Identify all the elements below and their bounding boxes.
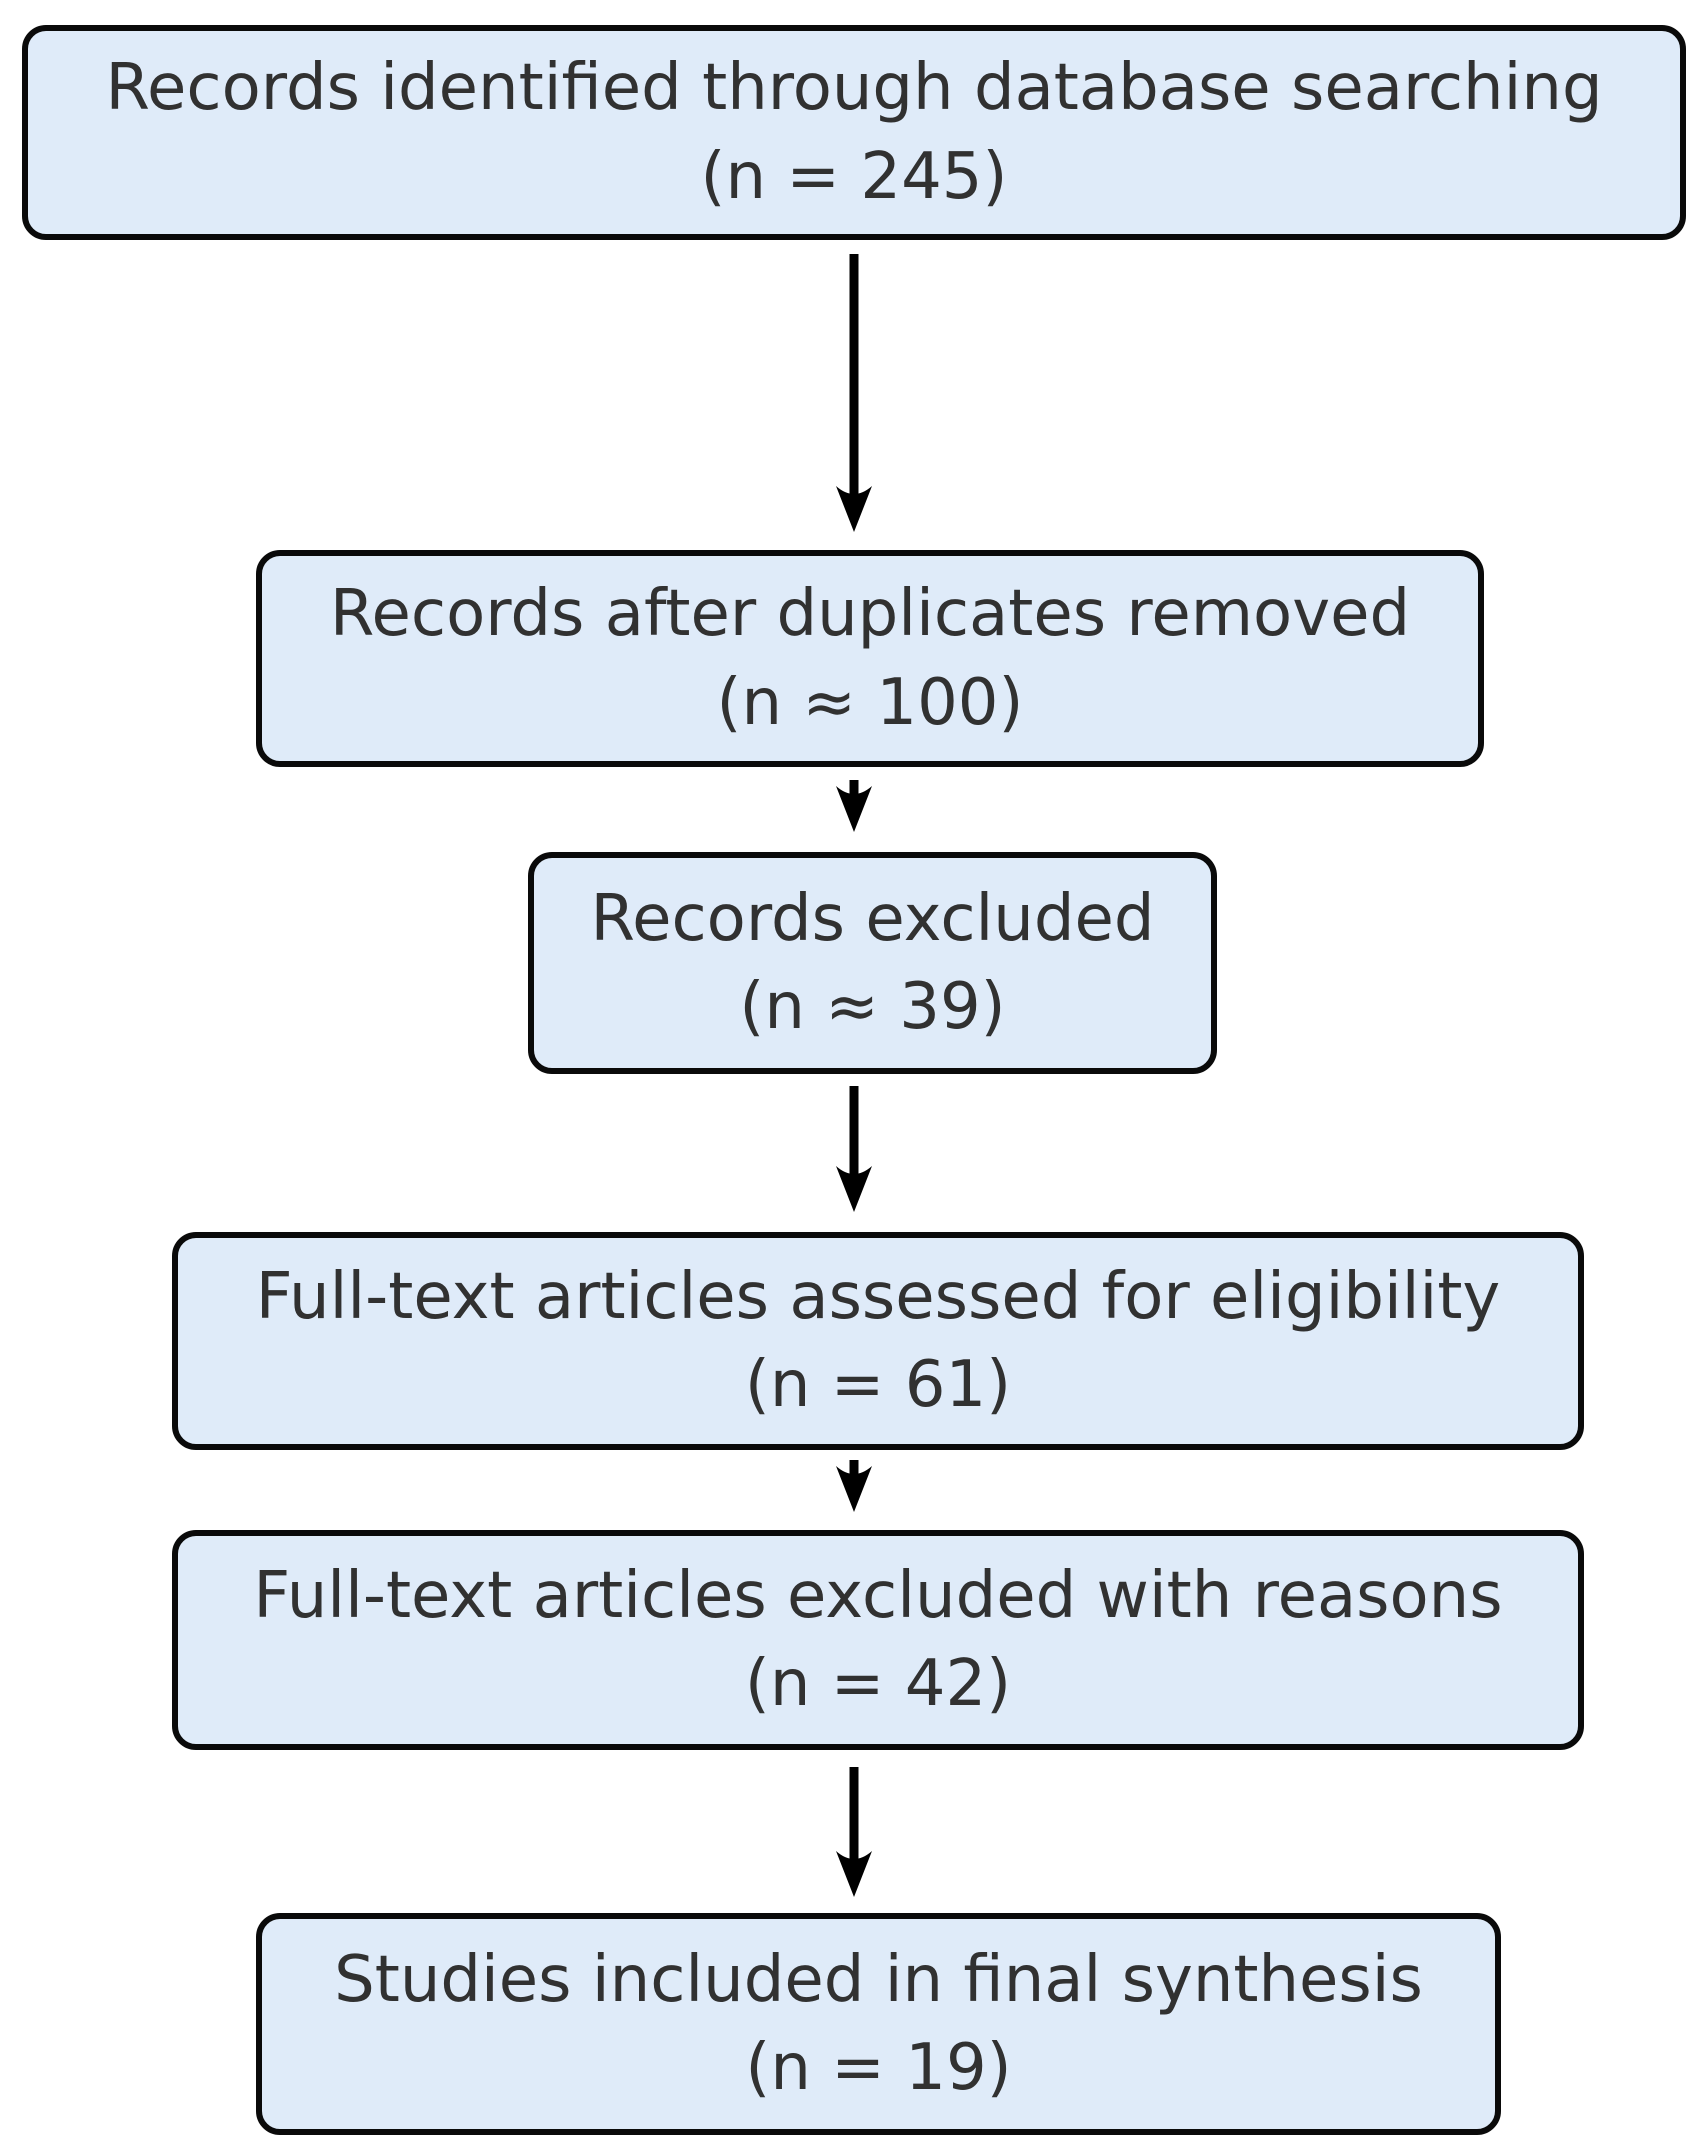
box-fulltext-excluded: Full-text articles excluded with reasons… xyxy=(172,1530,1584,1750)
box-records-identified: Records identified through database sear… xyxy=(22,25,1686,240)
arrow-head xyxy=(836,1166,872,1212)
down-arrow-3 xyxy=(836,1086,872,1212)
arrow-head xyxy=(836,786,872,832)
box-count: (n = 42) xyxy=(744,1647,1012,1721)
box-fulltext-assessed: Full-text articles assessed for eligibil… xyxy=(172,1232,1584,1450)
arrow-head xyxy=(836,1851,872,1897)
box-studies-included: Studies included in final synthesis (n =… xyxy=(256,1913,1501,2135)
box-records-excluded: Records excluded (n ≈ 39) xyxy=(528,852,1217,1074)
box-count: (n ≈ 39) xyxy=(739,970,1006,1044)
down-arrow-2 xyxy=(836,780,872,832)
box-label: Full-text articles assessed for eligibil… xyxy=(255,1259,1501,1334)
box-count: (n ≈ 100) xyxy=(716,665,1024,740)
box-count: (n = 61) xyxy=(744,1348,1012,1422)
down-arrow-5 xyxy=(836,1767,872,1897)
box-count: (n = 19) xyxy=(745,2031,1012,2105)
box-label: Studies included in final synthesis xyxy=(334,1942,1423,2017)
box-label: Records identified through database sear… xyxy=(105,51,1603,126)
box-label: Records after duplicates removed xyxy=(329,577,1411,652)
box-duplicates-removed: Records after duplicates removed (n ≈ 10… xyxy=(256,550,1484,767)
arrow-head xyxy=(836,1466,872,1512)
box-label: Records excluded xyxy=(590,881,1155,956)
down-arrow-4 xyxy=(836,1460,872,1512)
box-count: (n = 245) xyxy=(700,139,1008,214)
arrow-head xyxy=(836,486,872,532)
down-arrow-1 xyxy=(836,254,872,532)
box-label: Full-text articles excluded with reasons xyxy=(253,1558,1503,1633)
